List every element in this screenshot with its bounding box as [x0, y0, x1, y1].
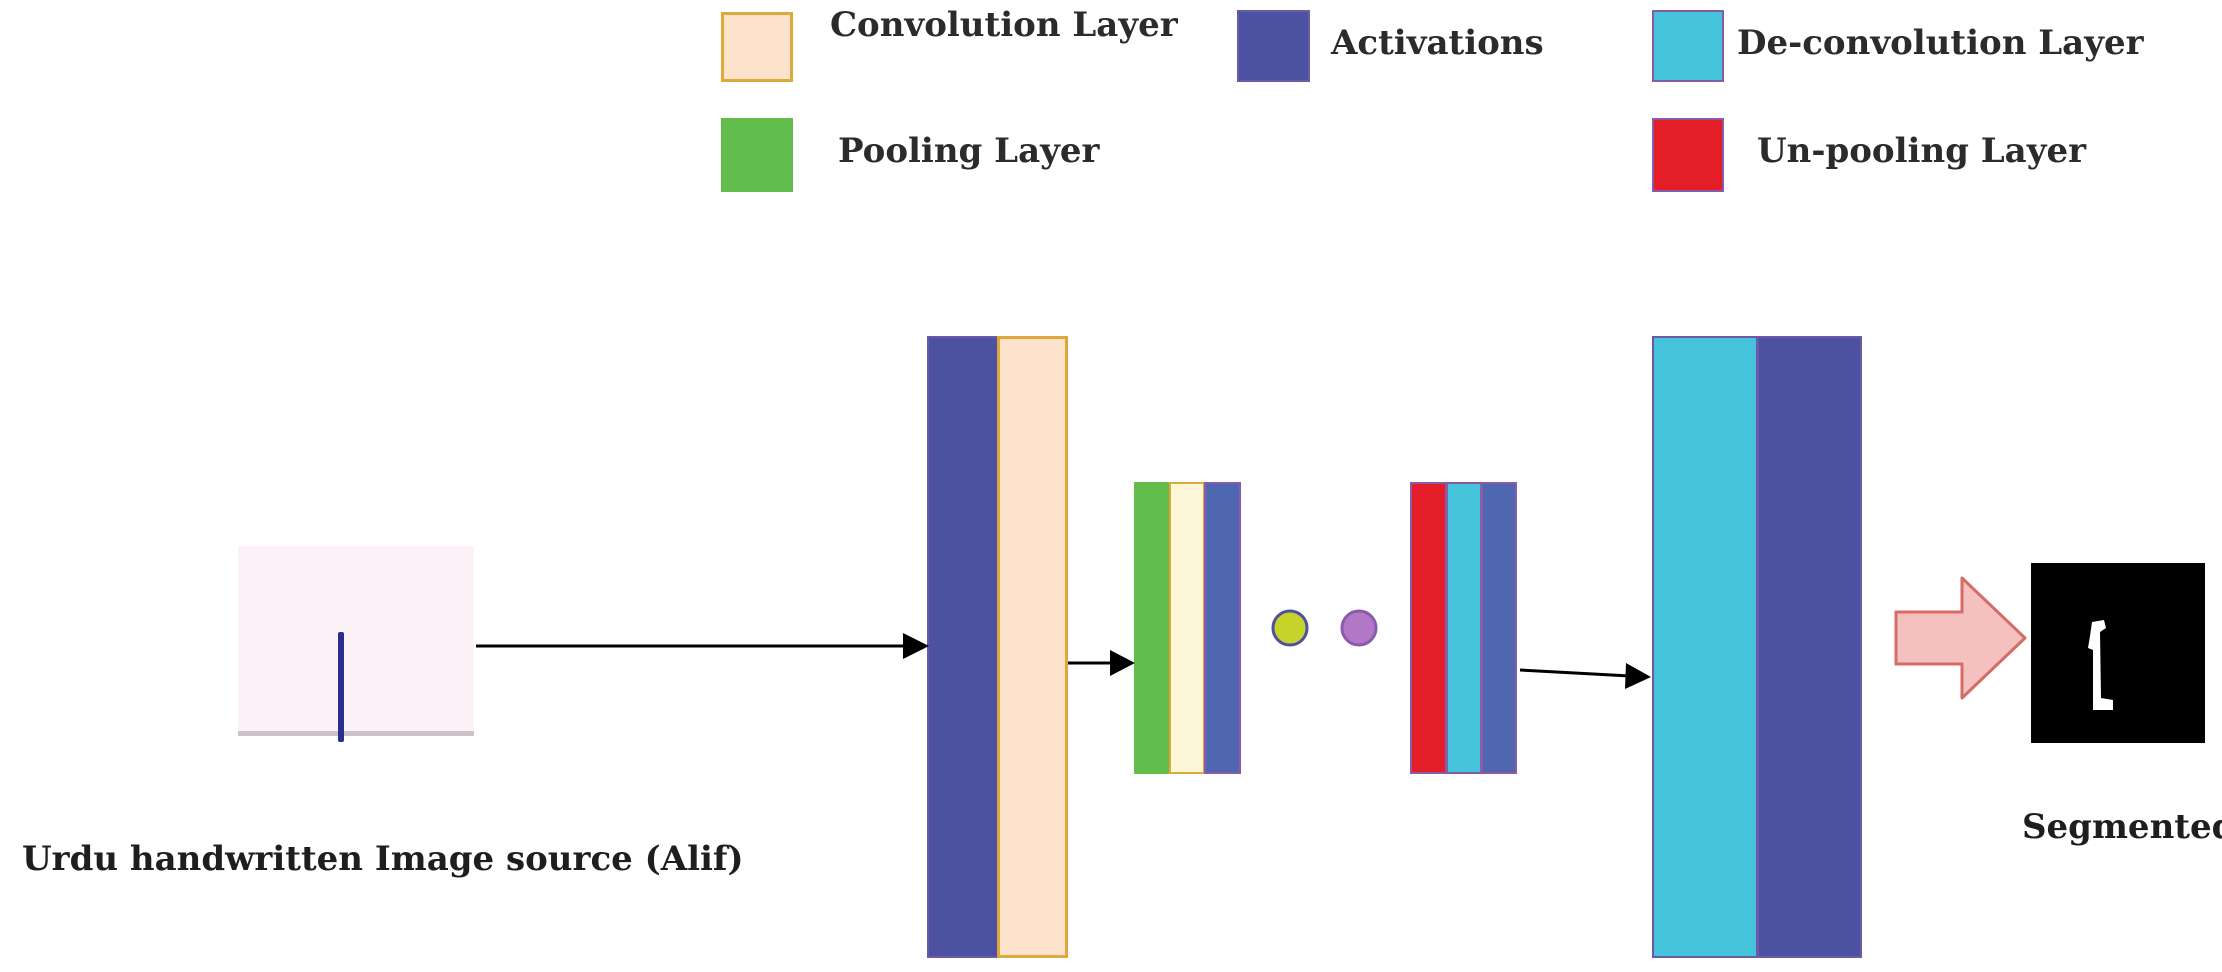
small-activations-block	[1204, 482, 1241, 774]
ellipsis-dot-yellow	[1271, 609, 1309, 647]
legend-label-deconvolution: De-convolution Layer	[1737, 23, 2144, 63]
small-deconvolution-block	[1446, 482, 1482, 774]
legend-swatch-convolution	[721, 12, 793, 82]
legend-swatch-deconvolution	[1652, 10, 1724, 82]
unpooling-layer-block	[1410, 482, 1447, 774]
legend-label-pooling: Pooling Layer	[838, 131, 1100, 171]
source-image-caption: Urdu handwritten Image source (Alif)	[22, 839, 744, 879]
segmented-output-image	[2031, 563, 2205, 743]
arrow-encoder-to-pooling	[1068, 650, 1135, 676]
input-image-baseline	[238, 731, 474, 736]
pooling-layer-block	[1134, 482, 1170, 774]
legend-label-activations: Activations	[1331, 23, 1544, 63]
decoder-activations-block	[1757, 336, 1862, 958]
legend-label-convolution: Convolution Layer	[830, 5, 1178, 45]
output-arrow	[1894, 576, 2027, 700]
decoder-deconvolution-block	[1652, 336, 1758, 958]
alif-stroke	[338, 632, 344, 742]
arrow-input-to-encoder	[476, 633, 929, 659]
legend-swatch-activations	[1237, 10, 1310, 82]
ellipsis-dot-purple	[1340, 609, 1378, 647]
legend-swatch-unpooling	[1652, 118, 1724, 192]
encoder-convolution-block	[997, 336, 1068, 958]
input-image	[238, 546, 474, 736]
legend-swatch-pooling	[721, 118, 793, 192]
segmented-caption: Segmented	[2022, 807, 2222, 847]
encoder-activations-block	[927, 336, 999, 958]
decoder-small-activations-block	[1481, 482, 1517, 774]
legend-label-unpooling: Un-pooling Layer	[1757, 131, 2087, 171]
segmented-glyph	[2088, 620, 2113, 710]
arrow-to-decoder	[1519, 663, 1651, 689]
